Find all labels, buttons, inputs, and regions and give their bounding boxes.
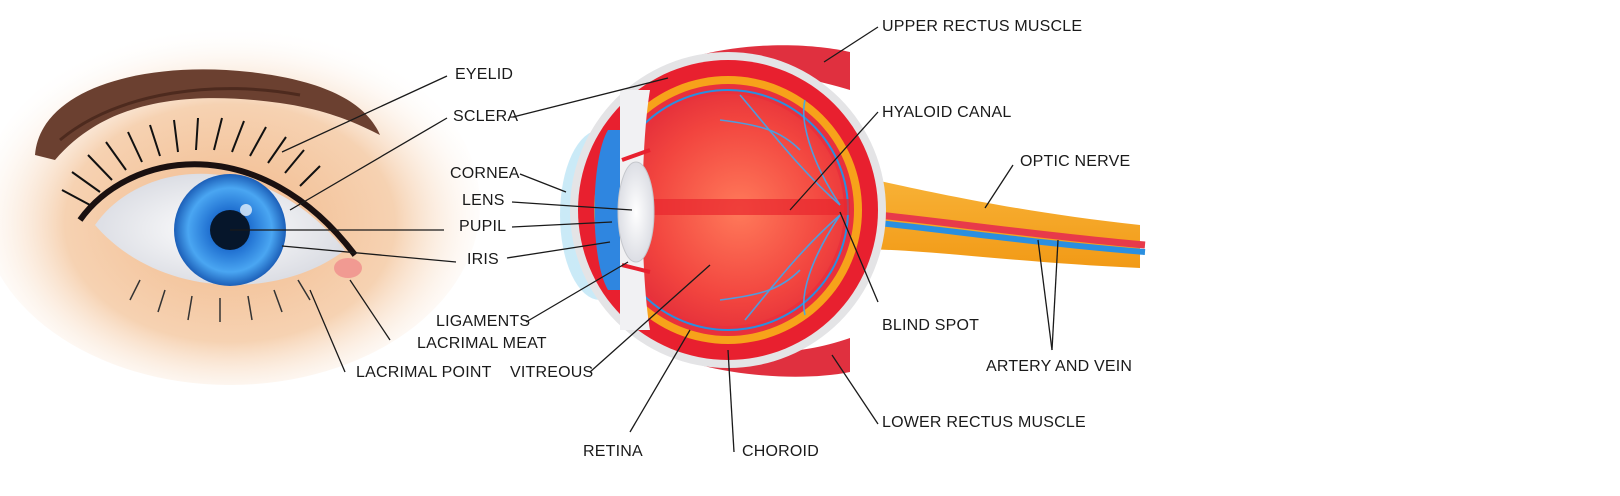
label-hyaloid-canal: HYALOID CANAL [882,104,1012,121]
label-cornea: CORNEA [450,165,520,182]
label-artery-and-vein: ARTERY AND VEIN [986,358,1133,375]
label-upper-rectus-muscle: UPPER RECTUS MUSCLE [882,18,1083,35]
leader-lines [230,26,1059,453]
label-choroid: CHOROID [742,443,819,460]
label-lacrimal-point: LACRIMAL POINT [356,364,492,381]
label-vitreous: VITREOUS [510,364,594,381]
label-retina: RETINA [583,443,643,460]
external-eye-illustration [0,25,480,385]
label-lacrimal-meat: LACRIMAL MEAT [417,335,547,352]
eye-cross-section [560,45,1146,377]
label-lower-rectus-muscle: LOWER RECTUS MUSCLE [882,414,1086,431]
label-pupil: PUPIL [459,218,507,235]
label-optic-nerve: OPTIC NERVE [1020,153,1131,170]
label-eyelid: EYELID [455,66,514,83]
label-lens: LENS [462,192,505,209]
label-ligaments: LIGAMENTS [436,313,531,330]
label-blind-spot: BLIND SPOT [882,317,980,334]
label-sclera: SCLERA [453,108,519,125]
label-iris: IRIS [467,251,499,268]
